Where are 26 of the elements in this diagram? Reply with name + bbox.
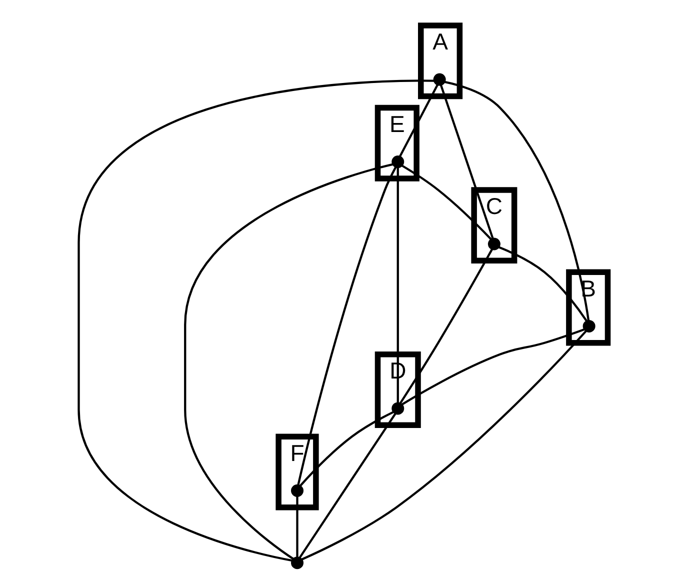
node-circle [391, 402, 404, 415]
connector [296, 166, 396, 486]
node-circle [290, 484, 303, 497]
connector [396, 167, 398, 403]
cluster: C [470, 187, 517, 264]
connector [498, 246, 588, 322]
connector [296, 496, 298, 558]
connector [184, 163, 393, 560]
node-circle [290, 556, 303, 570]
connector [298, 410, 394, 487]
cluster: F [275, 434, 318, 510]
connector [444, 80, 590, 321]
node-circle [432, 73, 446, 86]
connector [77, 80, 434, 562]
cluster: A [418, 22, 462, 100]
connector [398, 248, 493, 404]
connector [398, 84, 438, 158]
connector [300, 330, 586, 560]
node-circle [487, 238, 500, 250]
node-circle [582, 320, 595, 332]
cluster: E [374, 104, 419, 182]
connector [400, 164, 492, 240]
connector [298, 413, 396, 558]
node-circle [391, 156, 404, 168]
connector [439, 84, 494, 240]
connector [400, 328, 584, 406]
